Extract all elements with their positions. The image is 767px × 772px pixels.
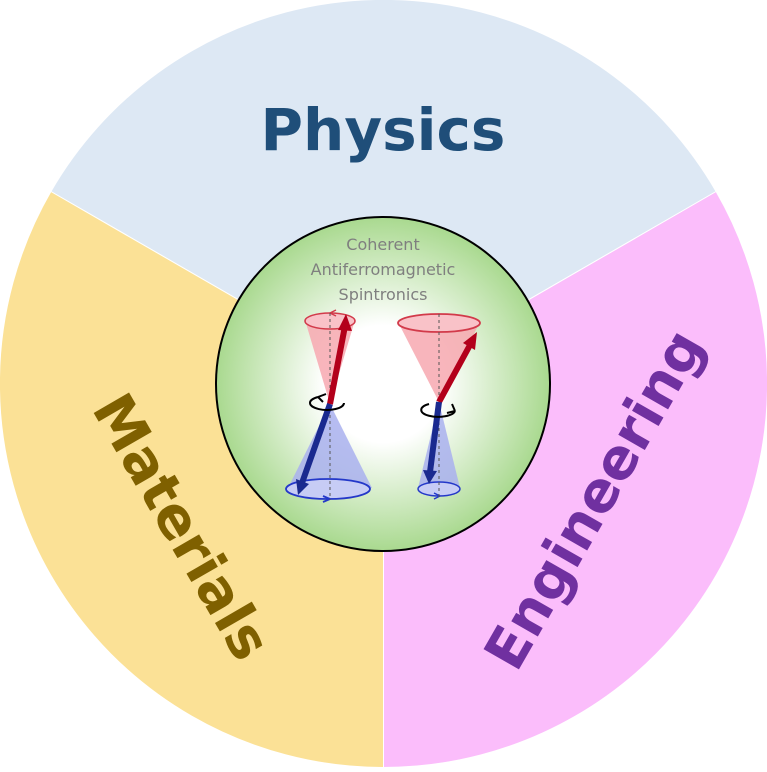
center-circle-group: Coherent Antiferromagnetic Spintronics bbox=[216, 217, 550, 551]
physics-label: Physics bbox=[261, 96, 506, 164]
center-title-line-1: Coherent bbox=[346, 235, 419, 254]
center-title-line-3: Spintronics bbox=[339, 285, 428, 304]
center-title-line-2: Antiferromagnetic bbox=[311, 260, 456, 279]
